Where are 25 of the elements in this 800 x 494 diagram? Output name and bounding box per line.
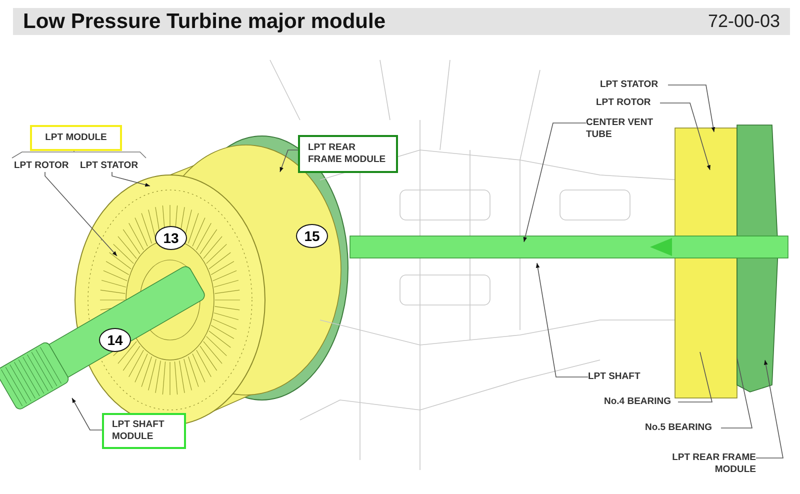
- part-label: LPT ROTOR: [596, 97, 660, 109]
- leader-line: [280, 150, 298, 172]
- leader-line: [112, 172, 150, 187]
- part-label: LPT REAR FRAME MODULE: [670, 451, 756, 477]
- part-label: CENTER VENT TUBE: [586, 116, 664, 142]
- leader-line: [720, 358, 752, 428]
- module-label: LPT REAR FRAME MODULE: [298, 135, 398, 173]
- part-label: LPT STATOR: [80, 160, 146, 172]
- part-label: No.5 BEARING: [645, 422, 721, 434]
- part-label: LPT ROTOR: [14, 160, 76, 172]
- leader-line: [44, 172, 118, 256]
- leader-line: [756, 360, 784, 458]
- part-label: LPT STATOR: [600, 79, 668, 91]
- leader-line: [523, 122, 586, 242]
- module-label: LPT MODULE: [30, 125, 122, 151]
- leader-line: [72, 398, 102, 430]
- document-code: 72-00-03: [708, 11, 780, 32]
- title: Low Pressure Turbine major module: [23, 10, 386, 34]
- part-label: LPT SHAFT: [588, 371, 648, 383]
- part-label: No.4 BEARING: [604, 396, 678, 408]
- leader-line: [536, 262, 588, 378]
- leader-line: [678, 352, 712, 402]
- leader-line: [668, 84, 716, 132]
- leader-line: [660, 102, 710, 170]
- module-label: LPT SHAFT MODULE: [102, 413, 186, 449]
